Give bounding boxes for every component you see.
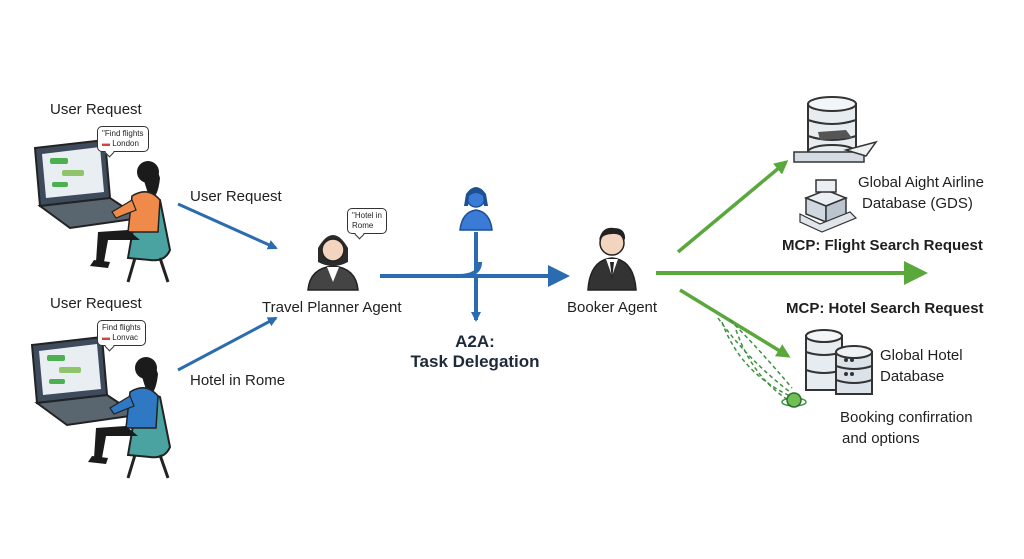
booker-agent-illustration (587, 227, 637, 291)
booking-label-line1: Booking confirration (840, 409, 973, 426)
flight-database-icon (793, 96, 878, 163)
user-2-arrow-label: Hotel in Rome (190, 372, 286, 389)
arrow-booker-to-flight-db (676, 160, 789, 254)
flag-icon: ▬ (102, 139, 110, 148)
mcp-flight-request-label: MCP: Flight Search Request (782, 237, 983, 254)
booking-label-line2: and options (842, 430, 920, 447)
user-1-bubble-line2-text: London (112, 139, 139, 148)
booking-return-dashes (717, 317, 793, 401)
hotel-db-label-line1: Global Hotel (880, 347, 963, 364)
user-1-bubble-line2: ▬ London (102, 139, 144, 149)
flag-icon: ▬ (102, 333, 110, 342)
user-1-arrow-label: User Request (190, 188, 282, 205)
delegation-label-line2: Task Delegation (410, 352, 540, 371)
booker-agent-name: Booker Agent (567, 299, 658, 316)
user-2-bubble-line2: ▬ Lonvac (102, 333, 141, 343)
arrow-user1-to-planner (177, 202, 278, 250)
hotel-db-label-line2: Database (880, 368, 945, 385)
planner-bubble-line1: "Hotel in (352, 211, 382, 220)
mcp-hotel-request-label: MCP: Hotel Search Request (786, 300, 984, 317)
flight-server-box-icon (799, 179, 858, 233)
user-2-title: User Request (50, 295, 142, 312)
user-1-illustration (33, 138, 172, 283)
arrow-user2-to-planner (177, 316, 278, 372)
delegate-agent-icon (459, 187, 493, 231)
arrow-planner-to-booker (380, 261, 482, 278)
planner-agent-illustration (307, 235, 359, 291)
hotel-database-icon (805, 329, 873, 395)
flight-db-label-line2: Database (GDS) (862, 195, 973, 212)
user-2-bubble-line2-text: Lonvac (112, 333, 139, 342)
delegation-label-line1: A2A: (455, 332, 495, 351)
user-2-illustration (30, 335, 172, 479)
booking-globe-icon (781, 392, 807, 408)
user-2-speech-bubble: Find flights ▬ Lonvac (97, 320, 146, 346)
planner-agent-name: Travel Planner Agent (262, 299, 402, 316)
user-1-title: User Request (50, 101, 142, 118)
flight-db-label-line1: Global Aight Airline (858, 174, 984, 191)
user-1-speech-bubble: "Find flights ▬ London (97, 126, 149, 152)
planner-speech-bubble: "Hotel in Rome (347, 208, 387, 234)
user-2-bubble-line1: Find flights (102, 323, 141, 332)
arrow-booker-to-hotel-db (679, 288, 791, 358)
user-1-bubble-line1: "Find flights (102, 129, 144, 138)
planner-bubble-line2: Rome (352, 221, 374, 230)
